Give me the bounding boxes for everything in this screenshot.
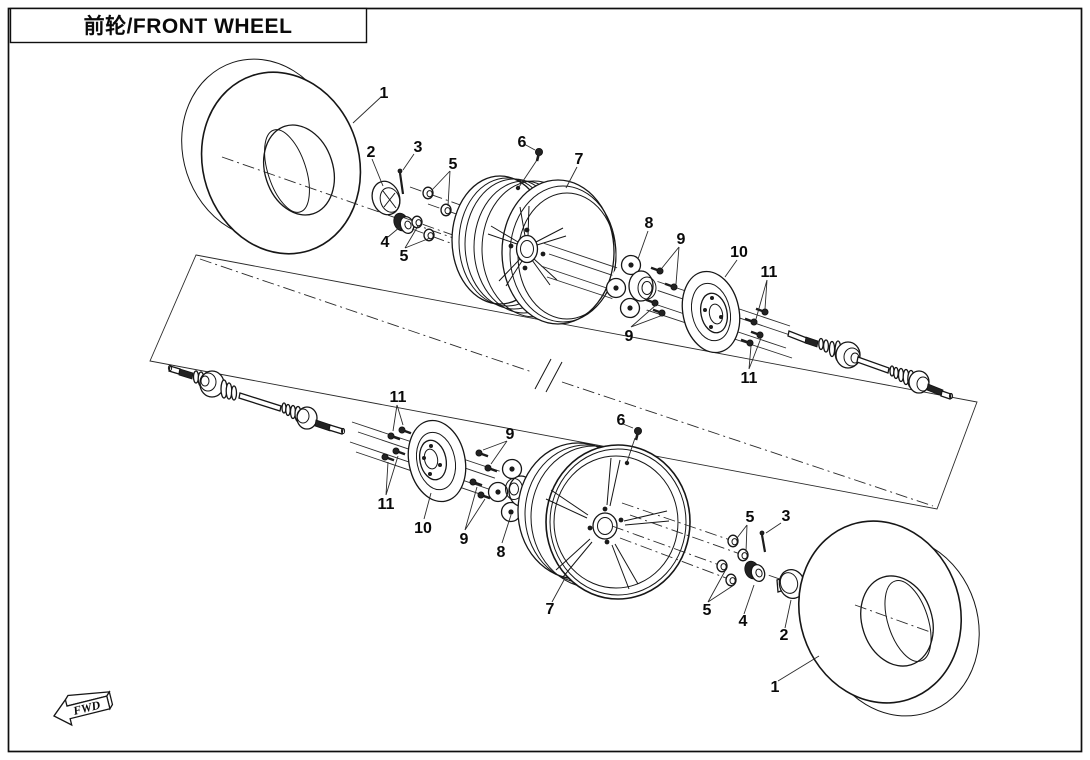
callout-8-top: 8 [645, 215, 654, 232]
bottom-wheel-assembly [167, 364, 980, 717]
page-title: 前轮/FRONT WHEEL [84, 14, 293, 38]
lug-nuts-bottom [611, 502, 749, 587]
callout-11b-top: 11 [741, 370, 758, 387]
callout-9a-top: 9 [677, 231, 686, 248]
callout-9b-bottom: 9 [460, 531, 469, 548]
callout-9a-bottom: 9 [506, 426, 515, 443]
cotter-pin-bottom [759, 530, 767, 553]
callout-10-bottom: 10 [414, 520, 432, 537]
castle-nut-top [393, 212, 415, 234]
break-symbol [534, 358, 563, 393]
callout-5a-bottom: 5 [746, 509, 755, 526]
callout-1-bottom: 1 [771, 679, 780, 696]
callout-11a-top: 11 [761, 264, 778, 281]
callout-3-bottom: 3 [782, 508, 791, 525]
callout-5b-top: 5 [400, 248, 409, 265]
callout-11a-bottom: 11 [390, 389, 407, 406]
callout-7-bottom: 7 [546, 601, 555, 618]
castle-nut-bottom [744, 560, 766, 582]
wheel-hub-top [605, 254, 658, 319]
callout-9b-top: 9 [625, 328, 634, 345]
valve-stem-bottom [626, 426, 643, 463]
callout-7-top: 7 [575, 151, 584, 168]
cotter-pin-top [397, 168, 405, 195]
rim-top [451, 175, 617, 325]
top-wheel-assembly [181, 58, 954, 400]
callout-2-top: 2 [367, 144, 376, 161]
axis-top [221, 156, 463, 242]
callout-10-top: 10 [730, 244, 748, 261]
title-box [9, 7, 368, 44]
tire-top [181, 58, 362, 255]
callout-5b-bottom: 5 [703, 602, 712, 619]
tire-bottom [797, 520, 980, 717]
callout-6-bottom: 6 [617, 412, 626, 429]
brake-disc-top [681, 270, 741, 354]
drive-shaft-top [787, 330, 954, 400]
callout-5a-top: 5 [449, 156, 458, 173]
callout-3-top: 3 [414, 139, 423, 156]
leader-lines-bottom [385, 404, 820, 682]
callout-6-top: 6 [518, 134, 527, 151]
valve-stem-top [518, 147, 544, 188]
disc-bolts-bottom [380, 425, 413, 462]
callout-8-bottom: 8 [497, 544, 506, 561]
callout-2-bottom: 2 [780, 627, 789, 644]
callout-11b-bottom: 11 [378, 496, 395, 513]
hub-cap-top [371, 180, 401, 216]
callout-4-top: 4 [381, 234, 390, 251]
callout-1-top: 1 [380, 85, 389, 102]
fwd-direction-arrow: FWD [53, 690, 114, 727]
callout-4-bottom: 4 [739, 613, 748, 630]
leader-lines-top [352, 96, 768, 370]
fwd-label: FWD [71, 698, 102, 719]
drive-shaft-bottom [167, 364, 346, 435]
brake-disc-bottom [407, 419, 467, 503]
callout-labels: 1 2 3 5 4 5 6 7 8 9 10 11 9 11 11 10 11 … [367, 85, 791, 696]
page-border [7, 7, 1083, 753]
rim-bottom [517, 442, 691, 600]
